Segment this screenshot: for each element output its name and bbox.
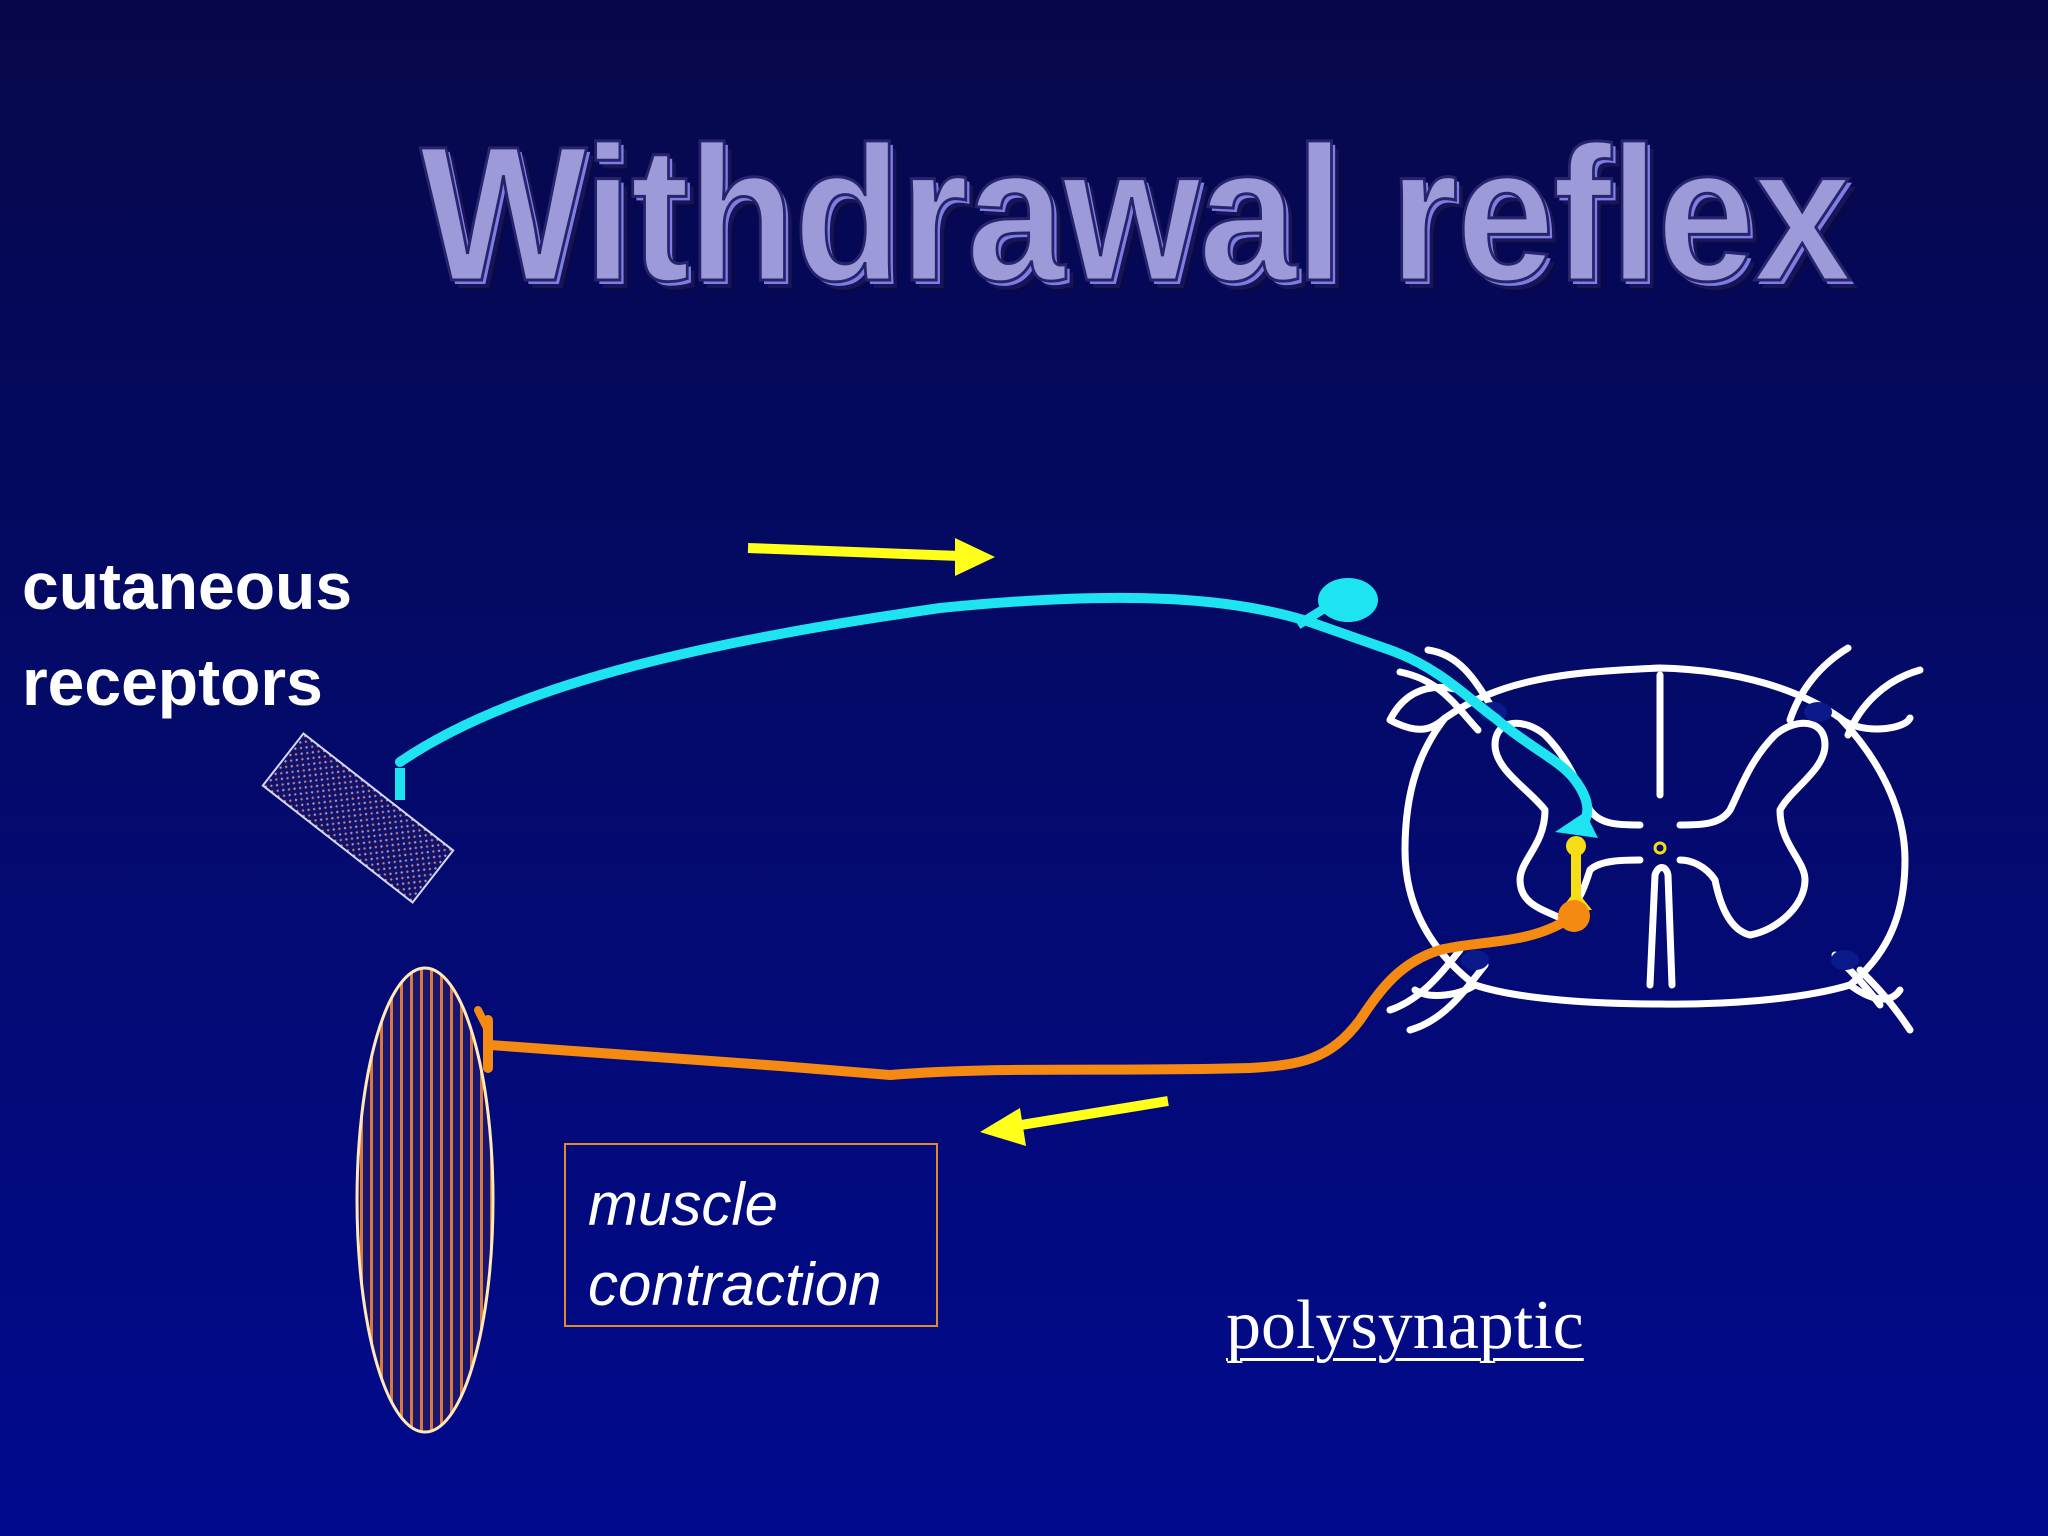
receptor-label-line2: receptors	[22, 645, 323, 719]
central-canal	[1653, 841, 1667, 855]
sensory-neuron	[395, 578, 1598, 838]
afferent-direction-arrow	[747, 538, 995, 576]
motor-neuron	[474, 900, 1590, 1081]
effect-label-line2: contraction	[588, 1251, 882, 1318]
polysynaptic-label: polysynaptic	[1226, 1287, 1584, 1364]
skin-receptor-patch	[261, 732, 455, 904]
cutaneous-receptors-label: cutaneous receptors	[22, 538, 352, 730]
muscle-icon	[355, 966, 495, 1434]
slide-title: Withdrawal reflex	[419, 106, 1853, 321]
effect-label-line1: muscle	[588, 1171, 779, 1238]
spinal-cord-section	[1386, 644, 1924, 1034]
sensory-terminal	[1555, 812, 1598, 838]
efferent-direction-arrow	[980, 1096, 1169, 1146]
muscle-contraction-box: muscle contraction	[564, 1143, 938, 1327]
sensory-cell-body	[1318, 578, 1378, 622]
motor-cell-body	[1558, 900, 1590, 932]
receptor-label-line1: cutaneous	[22, 549, 353, 623]
